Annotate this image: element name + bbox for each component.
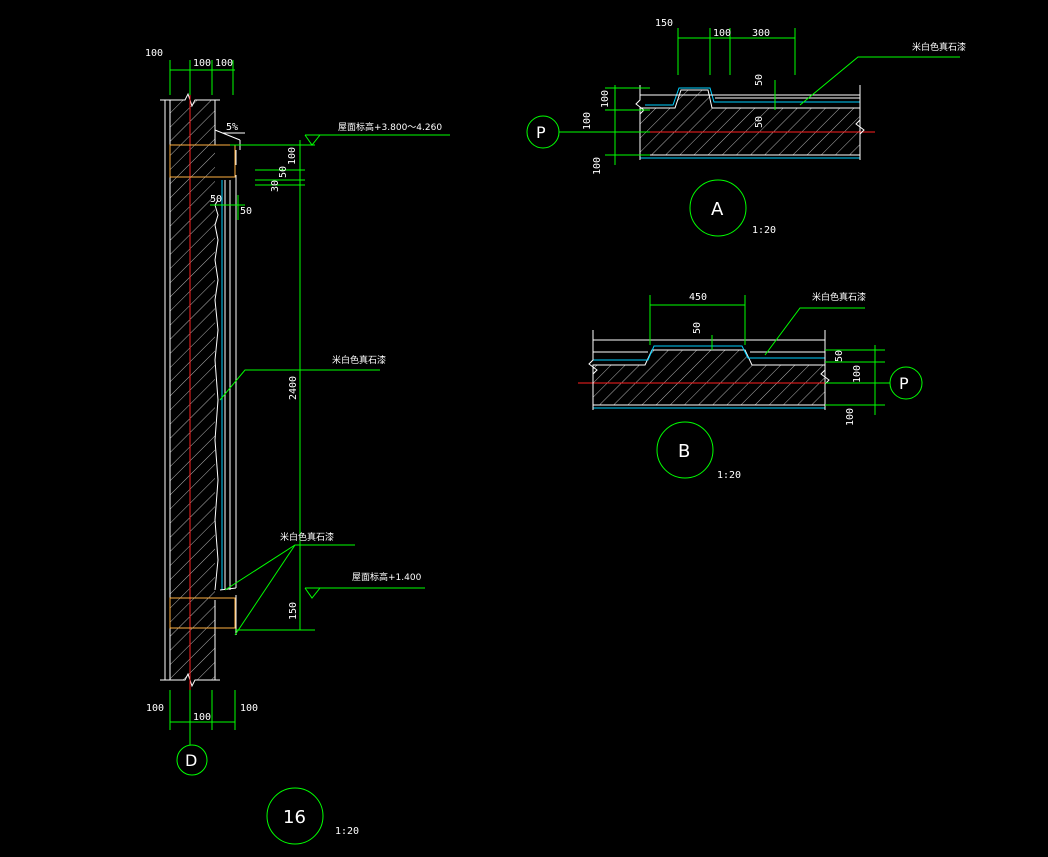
dim-inner-50a: 50 [210, 194, 222, 205]
dim-top-right: 100 [215, 58, 233, 69]
detail-title-a: A [711, 199, 724, 220]
elevation-bottom-label: 屋面标高+1.400 [352, 571, 422, 583]
detail-title-16: 16 [283, 807, 306, 828]
slope-label: 5% [226, 122, 238, 133]
detail-a-hatch [639, 89, 861, 156]
dim-a-300: 300 [752, 28, 770, 39]
axis-label-p-b: P [899, 374, 909, 393]
detail-title-bubble-16 [266, 787, 324, 845]
dim-bottom-right: 100 [240, 703, 258, 714]
material-label-bottom: 米白色真石漆 [280, 531, 334, 543]
bottom-coping [169, 597, 236, 629]
wall-hatch [170, 100, 215, 680]
dim-a-150: 150 [655, 18, 673, 29]
material-label-a: 米白色真石漆 [912, 41, 966, 53]
section-16: 100 100 100 5% 100 50 30 50 50 2400 150 … [145, 48, 450, 845]
detail-title-bubble-b [656, 421, 714, 479]
dim-b-right-50: 50 [834, 350, 845, 362]
detail-title-b: B [678, 441, 690, 462]
dim-bottom-left: 100 [146, 703, 164, 714]
axis-bubble-p-b [889, 366, 923, 400]
dim-b-right-100-upper: 100 [852, 365, 863, 383]
dim-a-left-100-bottom: 100 [592, 157, 603, 175]
dim-a-50-upper: 50 [754, 74, 765, 86]
dim-b-450: 450 [689, 292, 707, 303]
dim-top-mid: 100 [193, 58, 211, 69]
dim-b-right-100-lower: 100 [845, 408, 856, 426]
dim-a-left-100-top: 100 [600, 90, 611, 108]
dim-right-100: 100 [287, 147, 298, 165]
scale-16: 1:20 [335, 826, 359, 837]
dim-bottom-mid: 100 [193, 712, 211, 723]
elevation-top-label: 屋面标高+3.800～4.260 [338, 121, 442, 133]
dim-a-50-lower: 50 [754, 116, 765, 128]
scale-b: 1:20 [717, 470, 741, 481]
axis-bubble-d [176, 744, 208, 776]
scale-a: 1:20 [752, 225, 776, 236]
material-label-b: 米白色真石漆 [812, 291, 866, 303]
dim-a-100: 100 [713, 28, 731, 39]
axis-label-d: D [185, 751, 197, 770]
dim-height-2400: 2400 [288, 376, 299, 400]
detail-a: 150 100 300 50 50 100 100 100 米白色真石漆 P A… [526, 18, 966, 237]
dim-inner-50b: 50 [240, 206, 252, 217]
dim-top-left: 100 [145, 48, 163, 59]
detail-b: 450 50 50 100 100 P 米白色真石漆 B 1:20 [578, 291, 923, 481]
detail-title-bubble-a [689, 179, 747, 237]
dim-right-50: 50 [278, 166, 289, 178]
dim-a-left-100-mid: 100 [582, 112, 593, 130]
material-label-mid: 米白色真石漆 [332, 354, 386, 366]
top-coping [169, 144, 236, 178]
dim-b-50-top: 50 [692, 322, 703, 334]
dim-right-30: 30 [270, 180, 281, 192]
axis-label-p-a: P [536, 123, 546, 142]
dim-bottom-150: 150 [288, 602, 299, 620]
